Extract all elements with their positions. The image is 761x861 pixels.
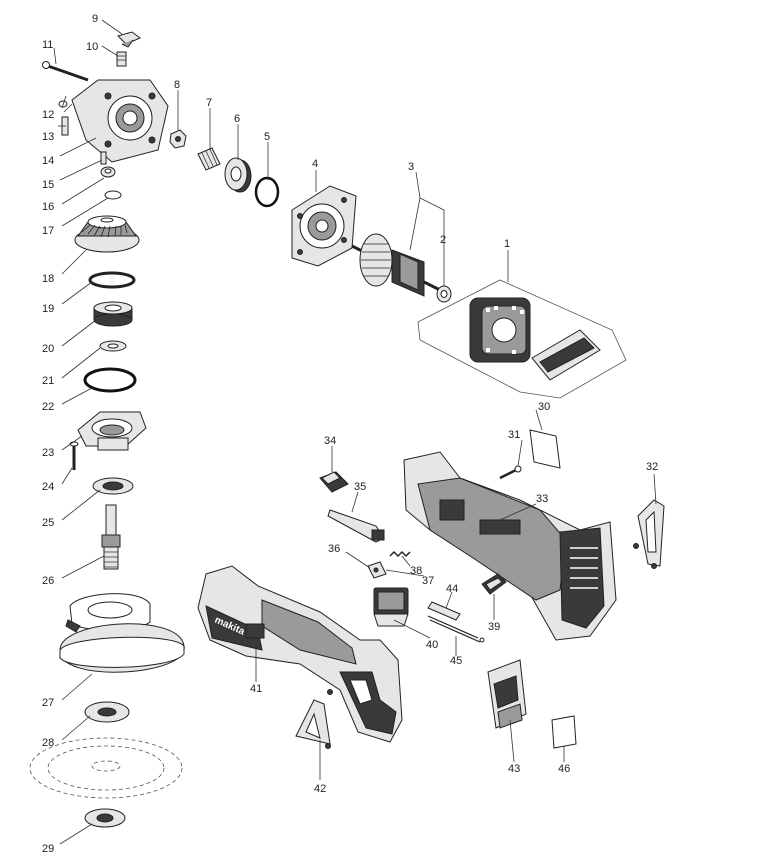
part-14-gear-housing (71, 79, 169, 163)
part-35-switch-lever (327, 509, 385, 543)
part-26-spindle (101, 504, 121, 570)
label-34: 34 (324, 435, 336, 447)
part-24-screw (69, 441, 79, 470)
label-6: 6 (234, 113, 240, 125)
label-9: 9 (92, 13, 98, 25)
part-36-actuator (367, 561, 387, 579)
label-40: 40 (426, 639, 438, 651)
label-45: 45 (450, 655, 462, 667)
part-19-snap-ring (88, 271, 136, 289)
part-1-stator-group (417, 279, 627, 399)
label-4: 4 (312, 158, 318, 170)
label-36: 36 (328, 543, 340, 555)
part-2-bearing (436, 285, 452, 303)
part-33-housing-half (403, 451, 617, 641)
label-28: 28 (42, 737, 54, 749)
label-30: 30 (538, 401, 550, 413)
label-2: 2 (440, 234, 446, 246)
label-44: 44 (446, 583, 458, 595)
label-29: 29 (42, 843, 54, 855)
part-29-lock-nut (84, 808, 126, 828)
label-39: 39 (488, 621, 500, 633)
part-40-controller (373, 587, 409, 627)
label-14: 14 (42, 155, 54, 167)
label-24: 24 (42, 481, 54, 493)
label-13: 13 (42, 131, 54, 143)
part-number-labels: 1 2 3 4 5 6 7 8 9 10 11 12 13 14 15 16 1… (42, 13, 658, 855)
label-38: 38 (410, 565, 422, 577)
part-31-screw (499, 465, 522, 480)
part-27-wheel-guard (59, 593, 185, 673)
part-41-housing-half: makita (197, 565, 403, 743)
label-43: 43 (508, 763, 520, 775)
label-20: 20 (42, 343, 54, 355)
part-30-label (529, 429, 561, 469)
part-21-washer (99, 340, 127, 352)
label-42: 42 (314, 783, 326, 795)
part-38-spring (389, 550, 411, 558)
label-23: 23 (42, 447, 54, 459)
label-12: 12 (42, 109, 54, 121)
part-6-bearing (224, 157, 252, 193)
part-46-label (551, 715, 577, 749)
label-37: 37 (422, 575, 434, 587)
label-41: 41 (250, 683, 262, 695)
label-27: 27 (42, 697, 54, 709)
label-32: 32 (646, 461, 658, 473)
grinding-wheel-outline (29, 737, 183, 799)
label-1: 1 (504, 238, 510, 250)
label-10: 10 (86, 41, 98, 53)
part-42-hook (295, 689, 333, 749)
part-4-motor-bracket (291, 185, 357, 267)
label-25: 25 (42, 517, 54, 529)
label-3: 3 (408, 161, 414, 173)
part-45-lead-wire (427, 615, 485, 643)
part-44-board (427, 601, 461, 621)
part-43-terminal (487, 659, 527, 729)
label-31: 31 (508, 429, 520, 441)
part-10-spring (116, 51, 127, 67)
part-23-bearing-box (77, 411, 147, 451)
part-22-o-ring (83, 367, 137, 393)
label-22: 22 (42, 401, 54, 413)
part-16-washer (100, 166, 116, 178)
part-7-pinion (197, 147, 221, 171)
label-16: 16 (42, 201, 54, 213)
part-28-inner-flange (84, 701, 130, 723)
part-20-bearing (93, 301, 133, 327)
part-11-bolt (42, 61, 89, 82)
part-25-flange (92, 477, 134, 495)
label-7: 7 (206, 97, 212, 109)
part-3-rotor (351, 233, 441, 297)
label-33: 33 (536, 493, 548, 505)
label-11: 11 (42, 39, 53, 51)
label-15: 15 (42, 179, 54, 191)
part-32-hook (633, 499, 665, 569)
part-34-switch-button (319, 471, 349, 493)
label-46: 46 (558, 763, 570, 775)
part-16-clip (104, 190, 122, 200)
label-19: 19 (42, 303, 54, 315)
label-18: 18 (42, 273, 54, 285)
label-17: 17 (42, 225, 54, 237)
label-26: 26 (42, 575, 54, 587)
part-9-cap (117, 31, 141, 48)
part-5-ring (254, 176, 280, 208)
part-8-nut (169, 129, 187, 149)
part-15-pin (100, 151, 107, 165)
label-5: 5 (264, 131, 270, 143)
label-21: 21 (42, 375, 54, 387)
label-35: 35 (354, 481, 366, 493)
part-17-bevel-gear (74, 215, 140, 253)
part-39-switch (481, 573, 507, 595)
label-8: 8 (174, 79, 180, 91)
leader-lines (53, 19, 657, 845)
